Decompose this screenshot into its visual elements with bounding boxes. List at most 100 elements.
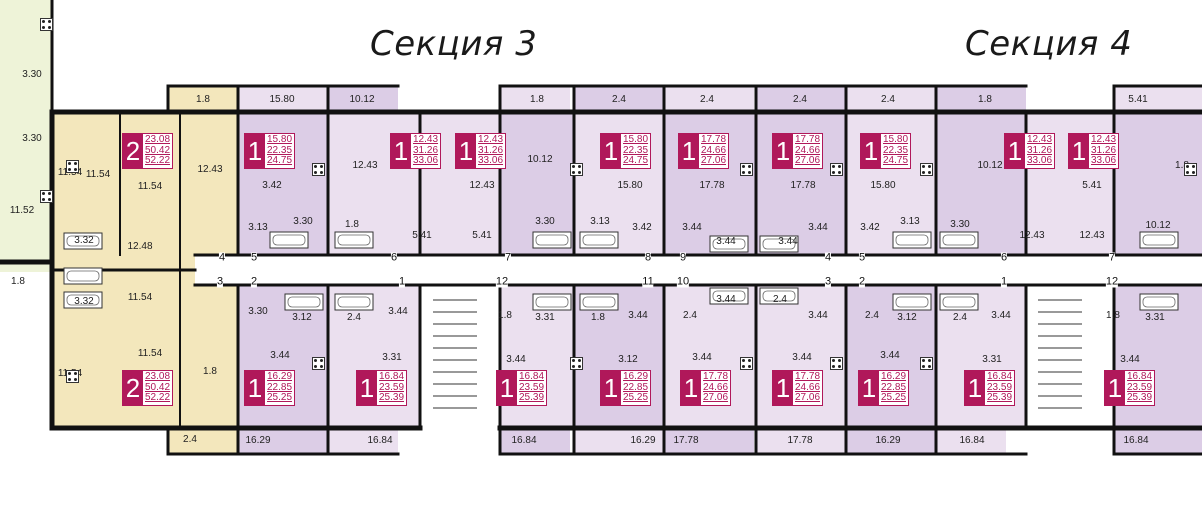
socket-dot bbox=[319, 170, 323, 174]
area-value: 50.42 bbox=[145, 144, 171, 156]
apartment-number: 3 bbox=[216, 275, 224, 288]
socket-dot bbox=[319, 165, 323, 168]
room-area-label: 3.31 bbox=[535, 312, 555, 323]
socket-icon bbox=[66, 370, 79, 383]
socket-dot bbox=[837, 170, 841, 174]
socket-dot bbox=[68, 372, 71, 375]
area-value: 27.06 bbox=[701, 155, 727, 167]
apartment-number: 4 bbox=[218, 251, 226, 264]
socket-dot bbox=[922, 165, 925, 168]
bathtub-bottom-5-inner bbox=[762, 290, 796, 302]
area-value: 17.78 bbox=[703, 371, 729, 383]
bathtub-bottom-3-inner bbox=[582, 296, 616, 308]
area-value: 31.26 bbox=[478, 144, 504, 156]
socket-dot bbox=[68, 167, 71, 171]
area-value: 16.29 bbox=[267, 371, 293, 383]
room-area-label: 1.8 bbox=[530, 94, 544, 105]
room-area-label: 11.54 bbox=[127, 292, 153, 303]
corridor bbox=[195, 255, 1202, 285]
room-area-label: 1.8 bbox=[591, 312, 605, 323]
room-area-label: 1.8 bbox=[196, 94, 210, 105]
socket-dot bbox=[42, 197, 45, 201]
balcony-top-0 bbox=[238, 86, 328, 112]
bathtub-bottom-7-inner bbox=[942, 296, 976, 308]
room-area-label: 2.4 bbox=[612, 94, 626, 105]
room-area-label: 3.44 bbox=[991, 310, 1011, 321]
room-area-label: 10.12 bbox=[527, 154, 553, 165]
room-area-label: 3.44 bbox=[778, 236, 798, 247]
bathtub-top-2-inner bbox=[535, 234, 569, 246]
socket-dot bbox=[314, 359, 317, 362]
area-value: 22.85 bbox=[623, 381, 649, 393]
area-value: 23.59 bbox=[987, 381, 1013, 393]
room-area-label: 3.30 bbox=[22, 133, 42, 144]
room-area-label: 11.54 bbox=[137, 181, 163, 192]
socket-dot bbox=[837, 165, 841, 168]
socket-icon bbox=[1184, 163, 1197, 176]
area-value: 24.75 bbox=[623, 155, 649, 167]
area-value: 31.26 bbox=[413, 144, 439, 156]
area-value: 16.29 bbox=[623, 371, 649, 383]
room-area-label: 11.54 bbox=[137, 348, 163, 359]
area-value: 27.06 bbox=[795, 155, 821, 167]
room-area-label: 5.41 bbox=[472, 230, 492, 241]
area-value: 15.80 bbox=[623, 134, 649, 146]
socket-dot bbox=[572, 170, 575, 174]
balcony-bottom-4 bbox=[664, 426, 754, 454]
socket-dot bbox=[68, 162, 71, 165]
socket-dot bbox=[832, 165, 835, 168]
area-value: 23.59 bbox=[1127, 381, 1153, 393]
bathtub-bottom-9-inner bbox=[66, 294, 100, 306]
socket-dot bbox=[319, 359, 323, 362]
room-area-label: 3.13 bbox=[248, 222, 268, 233]
balcony-bottom-8 bbox=[1114, 426, 1202, 454]
apartment-number: 4 bbox=[824, 251, 832, 264]
room-area-label: 12.43 bbox=[469, 180, 495, 191]
balcony-top-8 bbox=[1114, 86, 1202, 112]
room-area-label: 5.41 bbox=[412, 230, 432, 241]
socket-dot bbox=[742, 364, 745, 368]
bathtub-bottom-1-inner bbox=[337, 296, 371, 308]
balcony-bottom-1 bbox=[328, 426, 398, 454]
area-value: 23.08 bbox=[145, 371, 171, 383]
socket-dot bbox=[577, 165, 581, 168]
bathtub-top-4-inner bbox=[712, 238, 746, 250]
room-count: 1 bbox=[773, 134, 793, 168]
area-value: 22.35 bbox=[623, 144, 649, 156]
area-value: 12.43 bbox=[1091, 134, 1117, 146]
room-area-label: 10.12 bbox=[349, 94, 375, 105]
apartment-number: 12 bbox=[495, 275, 509, 288]
room-area-label: 3.44 bbox=[682, 222, 702, 233]
area-value: 24.66 bbox=[795, 144, 821, 156]
room-area-label: 3.44 bbox=[716, 236, 736, 247]
socket-dot bbox=[1186, 165, 1189, 168]
area-value: 24.66 bbox=[701, 144, 727, 156]
socket-icon bbox=[40, 190, 53, 203]
balcony-bottom-5 bbox=[756, 426, 846, 454]
room-area-label: 16.84 bbox=[367, 435, 393, 446]
room-area-label: 12.48 bbox=[127, 241, 153, 252]
apartment-number: 1 bbox=[1000, 275, 1008, 288]
room-area-label: 3.42 bbox=[632, 222, 652, 233]
area-value: 12.43 bbox=[413, 134, 439, 146]
room-area-label: 16.84 bbox=[1123, 435, 1149, 446]
apartment-number: 2 bbox=[250, 275, 258, 288]
room-area-label: 3.30 bbox=[248, 306, 268, 317]
room-count: 1 bbox=[1105, 371, 1125, 405]
area-value: 25.25 bbox=[267, 392, 293, 404]
bathtub-top-7-inner bbox=[942, 234, 976, 246]
room-area-label: 16.84 bbox=[959, 435, 985, 446]
area-value: 33.06 bbox=[413, 155, 439, 167]
socket-icon bbox=[740, 163, 753, 176]
room-area-label: 2.4 bbox=[773, 294, 787, 305]
